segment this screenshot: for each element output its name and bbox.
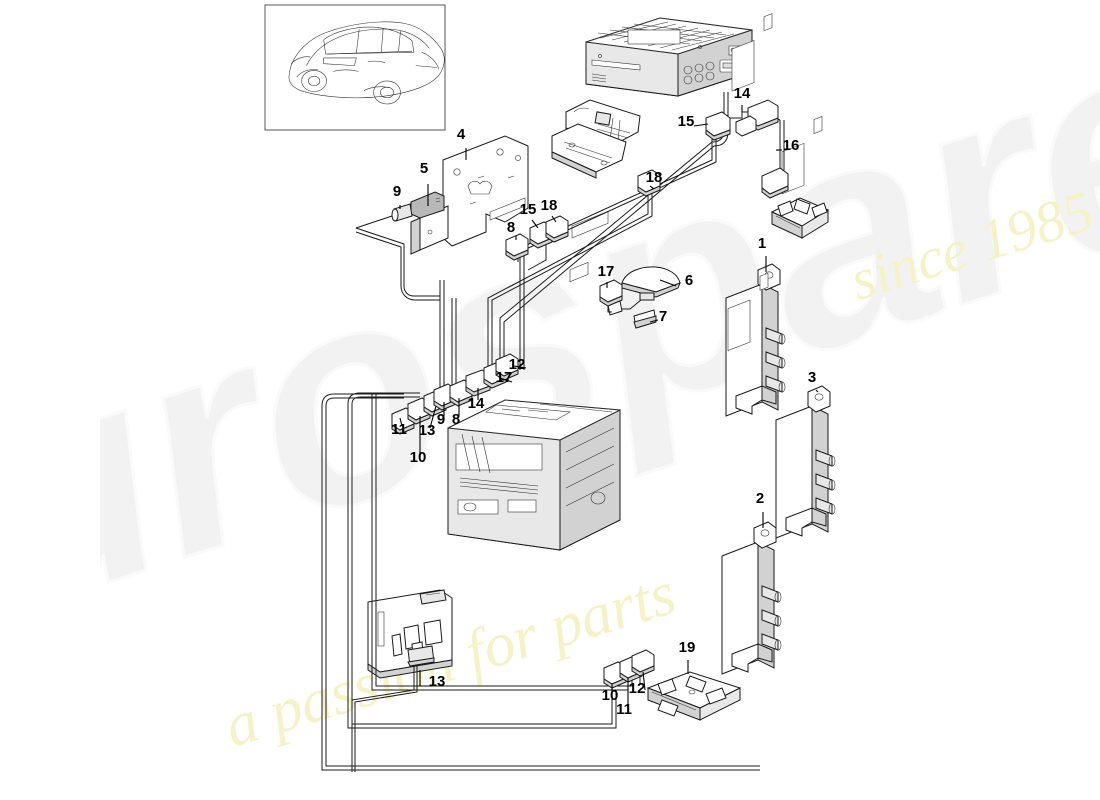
cdr-radio-head-unit (446, 210, 622, 551)
callout-number-3: 3 (808, 369, 816, 386)
connector-17-mid (599, 279, 623, 307)
panamera-illustration (264, 4, 446, 131)
connector-12-bottom (631, 649, 655, 677)
module-retaining-frame (646, 671, 742, 721)
callout-number-15: 15 (520, 201, 537, 218)
remote-control-cradle (551, 123, 627, 179)
connector-15-upper (705, 111, 731, 141)
callout-number-12: 12 (629, 680, 646, 697)
cd-changer-module (351, 589, 453, 772)
callout-number-10: 10 (410, 449, 427, 466)
callout-number-11: 11 (616, 701, 632, 718)
callout-number-8: 8 (507, 219, 515, 236)
callout-leader-lines (399, 105, 819, 708)
callout-number-16: 16 (783, 137, 800, 154)
callout-number-5: 5 (420, 160, 428, 177)
callout-number-15: 15 (678, 113, 695, 130)
connector-14-sub (735, 115, 757, 137)
connector-16-end (761, 167, 789, 199)
antenna-base-block (633, 309, 657, 329)
callout-number-9: 9 (437, 411, 445, 428)
callout-number-19: 19 (679, 639, 696, 656)
antenna-amplifier-module-2 (721, 272, 782, 675)
connector-8-upper (505, 233, 529, 261)
receiver-module-small (410, 191, 449, 255)
callout-number-8: 8 (452, 411, 460, 428)
callout-number-13: 13 (429, 673, 446, 690)
connector-18-upper (637, 169, 661, 197)
callout-number-4: 4 (457, 126, 466, 143)
callout-number-2: 2 (756, 490, 764, 507)
callout-number-17: 17 (598, 263, 615, 280)
callout-number-14: 14 (734, 85, 751, 102)
connector-holder-bracket (770, 197, 830, 239)
callout-number-9: 9 (393, 183, 401, 200)
callout-number-18: 18 (646, 169, 663, 186)
connector-12-upper (495, 353, 519, 381)
callout-number-6: 6 (685, 272, 693, 289)
callout-number-18: 18 (541, 197, 558, 214)
cylindrical-connector-9 (355, 203, 413, 229)
callout-number-1: 1 (758, 235, 766, 252)
callout-number-7: 7 (659, 308, 667, 325)
connector-18-mid (545, 215, 569, 243)
callout-number-10: 10 (602, 687, 619, 704)
callout-number-13: 13 (419, 422, 436, 439)
callout-number-17: 17 (496, 369, 513, 386)
mounting-bracket-plate (442, 135, 529, 247)
connector-blocks (391, 99, 789, 689)
callout-number-11: 11 (391, 421, 407, 438)
callout-number-14: 14 (468, 395, 485, 412)
dvd-changer-head-unit (585, 17, 753, 97)
callout-number-12: 12 (509, 356, 526, 373)
